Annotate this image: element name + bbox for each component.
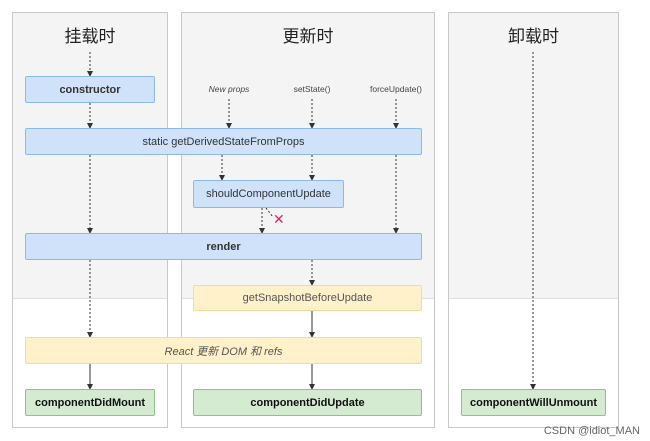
cancel-mark: ✕ [273,211,285,227]
trigger-set-state: setState() [293,84,331,94]
watermark: CSDN @idiot_MAN [543,425,640,437]
constructor-node: constructor [25,76,155,103]
get-derived-state-node: static getDerivedStateFromProps [25,128,422,155]
update-column-title: 更新时 [282,27,334,47]
trigger-force-update: forceUpdate() [370,84,422,94]
unmount-column-title: 卸载时 [508,27,559,47]
trigger-new-props: New props [208,84,250,94]
get-snapshot-node: getSnapshotBeforeUpdate [193,285,422,311]
component-did-update-node: componentDidUpdate [193,389,422,416]
component-will-unmount-node: componentWillUnmount [461,389,606,416]
mount-column-title: 挂载时 [64,27,116,47]
arrow-should-cancel [265,207,274,218]
render-node: render [25,233,422,260]
component-did-mount-node: componentDidMount [25,389,155,416]
react-update-dom-node: React 更新 DOM 和 refs [25,337,422,364]
should-component-update-node: shouldComponentUpdate [193,180,344,208]
